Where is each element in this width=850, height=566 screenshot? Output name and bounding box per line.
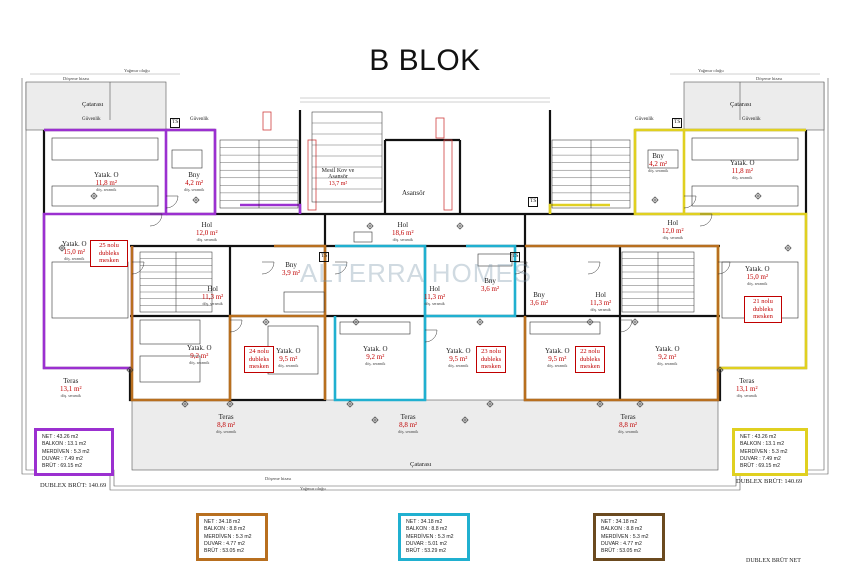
dubleks-note: 25 nolu dubleks mesken (90, 240, 128, 267)
bottom-right-caption: DUBLEX BRÜT NET (746, 558, 801, 564)
roof-area-bottom (131, 399, 719, 471)
unit-outline-cyan (333, 244, 427, 402)
dubleks-note: 24 nolu dubleks mesken (244, 346, 274, 373)
edge-label: Döşeme hizası (756, 76, 783, 81)
ts-label: TS (672, 118, 683, 128)
edge-label: Döşeme hizası (63, 76, 90, 81)
door-swing (165, 195, 179, 209)
edge-label: Yağmur oluğu (300, 486, 326, 491)
ts-label: TS (319, 252, 330, 262)
dubleks-note: 22 nolu dubleks mesken (575, 346, 605, 373)
edge-label: Yağmur oluğu (698, 68, 724, 73)
edge-label: Döşeme hizası (265, 476, 292, 481)
page-title: B BLOK (369, 44, 481, 77)
room-label: Güvenlik (635, 117, 654, 122)
roof-area-left (25, 81, 167, 131)
room-label: Çatarası (410, 461, 432, 468)
room-label: Güvenlik (742, 117, 761, 122)
door-swing (619, 319, 633, 333)
room-asansor: Asansör (402, 189, 425, 197)
watermark: ALTERRA HOMES (300, 258, 533, 288)
door-swing (717, 261, 731, 275)
door-swing (699, 213, 713, 227)
dublex-caption-left: DUBLEX BRÜT: 140.69 (40, 482, 107, 489)
door-swing (261, 261, 275, 275)
ts-label: TS (528, 197, 539, 207)
door-swing (424, 329, 438, 343)
door-swing (149, 213, 163, 227)
dublex-caption-right: DUBLEX BRÜT: 140.69 (736, 478, 803, 485)
room-label: Güvenlik (190, 117, 209, 122)
door-swing (683, 195, 697, 209)
roof-area-right (683, 81, 825, 131)
ts-label: TS (170, 118, 181, 128)
door-swing (334, 261, 348, 275)
room-label: Çatarası (82, 101, 104, 108)
door-swing (514, 261, 528, 275)
dubleks-note: 23 nolu dubleks mesken (476, 346, 506, 373)
edge-label: Yağmur oluğu (124, 68, 150, 73)
unit-outline-brown-right (523, 244, 720, 402)
unit-outline-brown-left (130, 246, 327, 402)
room-label: Güvenlik (82, 117, 101, 122)
ts-label: TS (510, 252, 521, 262)
room-label: Çatarası (730, 101, 752, 108)
door-swing (131, 261, 145, 275)
dubleks-note: 21 nolu dubleks mesken (744, 296, 782, 323)
door-swing (229, 319, 243, 333)
door-swing (587, 261, 601, 275)
